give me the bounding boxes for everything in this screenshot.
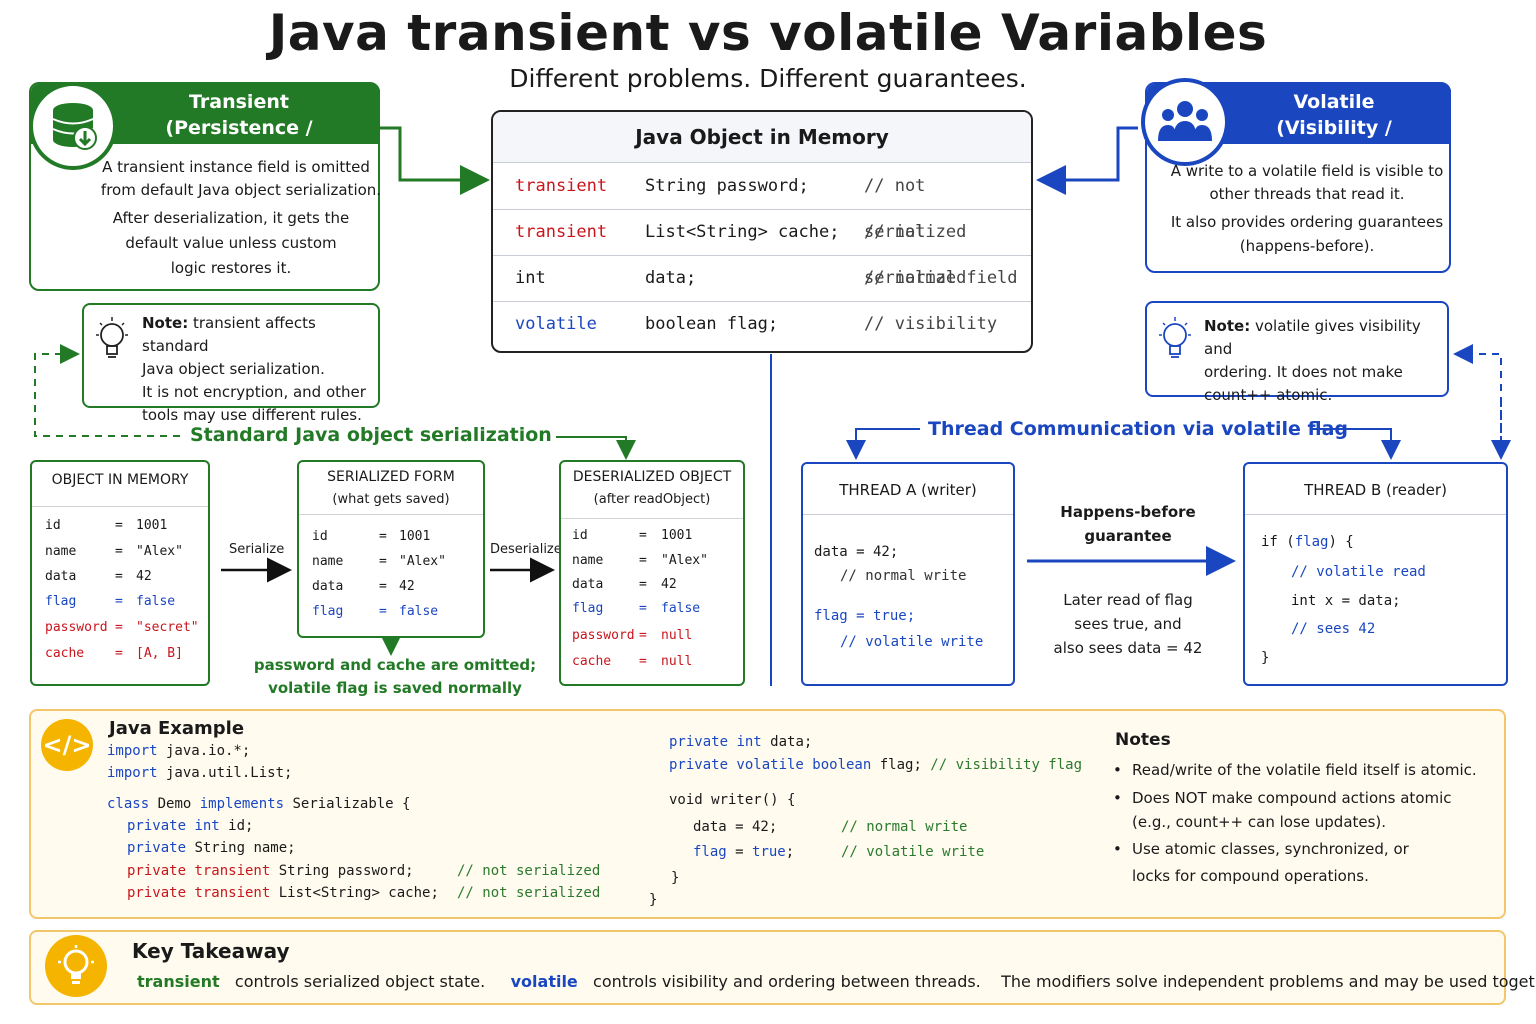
thread-b-title: THREAD B (reader) bbox=[1245, 464, 1506, 515]
database-download-icon bbox=[29, 82, 117, 170]
volatile-panel-title: Volatile bbox=[1293, 91, 1375, 113]
code-icon: </> bbox=[41, 719, 93, 771]
memory-row: volatile boolean flag; // visibility fla… bbox=[515, 314, 998, 334]
memory-box: Java Object in Memory transient String p… bbox=[491, 110, 1033, 353]
object-in-memory-title: OBJECT IN MEMORY bbox=[32, 462, 208, 507]
page-subtitle: Different problems. Different guarantees… bbox=[509, 64, 1027, 93]
volatile-desc-4: (happens-before). bbox=[1239, 237, 1375, 255]
java-example-title: Java Example bbox=[109, 718, 245, 739]
note-label: Note: bbox=[1204, 317, 1251, 335]
transient-panel-title: Transient bbox=[189, 91, 289, 113]
transient-desc-5: logic restores it. bbox=[170, 259, 292, 277]
deserialized-object-title: DESERIALIZED OBJECT bbox=[572, 469, 732, 485]
lightbulb-icon bbox=[1159, 317, 1191, 358]
thread-b-box: THREAD B (reader) if (flag) { // volatil… bbox=[1243, 462, 1508, 686]
notes-title: Notes bbox=[1115, 730, 1171, 750]
volatile-desc-1: A write to a volatile field is visible t… bbox=[1170, 162, 1444, 180]
key-takeaway-text: transient controls serialized object sta… bbox=[137, 972, 1536, 991]
object-in-memory-box: OBJECT IN MEMORY id = 1001 name = "Alex"… bbox=[30, 460, 210, 686]
volatile-panel: Volatile (Visibility / Concurrency) A wr… bbox=[1141, 78, 1451, 273]
transient-panel: Transient (Persistence / Serialization) … bbox=[29, 82, 381, 291]
serialization-caption-1: password and cache are omitted; bbox=[253, 656, 537, 674]
volatile-desc-3: It also provides ordering guarantees bbox=[1170, 213, 1444, 231]
deserialized-object-subtitle: (after readObject) bbox=[593, 492, 711, 507]
transient-desc-3: After deserialization, it gets the bbox=[112, 209, 350, 227]
memory-row: transient String password; // not serial… bbox=[493, 163, 1031, 242]
serialized-form-box: SERIALIZED FORM (what gets saved) id = 1… bbox=[297, 460, 485, 638]
serialized-form-title: SERIALIZED FORM bbox=[327, 469, 455, 485]
serialization-heading: Standard Java object serialization bbox=[186, 424, 556, 446]
key-takeaway-box: Key Takeaway transient controls serializ… bbox=[29, 930, 1536, 1005]
serialization-caption-2: volatile flag is saved normally bbox=[268, 679, 522, 697]
list-item: • bbox=[1113, 789, 1122, 807]
transient-desc-4: default value unless custom bbox=[125, 234, 337, 252]
key-takeaway-title: Key Takeaway bbox=[132, 939, 290, 963]
threads-heading: Thread Communication via volatile flag bbox=[928, 418, 1349, 440]
volatile-panel-subtitle: (Visibility / Concurrency) bbox=[1262, 117, 1406, 165]
thread-a-title: THREAD A (writer) bbox=[803, 464, 1013, 515]
volatile-note: Note: volatile gives visibility and orde… bbox=[1145, 301, 1449, 404]
deserialized-object-box: DESERIALIZED OBJECT (after readObject) i… bbox=[559, 460, 745, 686]
lightbulb-icon bbox=[45, 935, 107, 997]
list-item: • bbox=[1113, 840, 1122, 858]
page-title: Java transient vs volatile Variables bbox=[268, 4, 1268, 62]
note-label: Note: bbox=[142, 314, 189, 332]
transient-desc-2: from default Java object serialization. bbox=[100, 181, 382, 199]
list-item: • bbox=[1113, 761, 1122, 779]
serialized-form-subtitle: (what gets saved) bbox=[332, 492, 450, 507]
users-icon bbox=[1141, 78, 1229, 166]
memory-row: int data; // normal field bbox=[493, 255, 1031, 302]
memory-title: Java Object in Memory bbox=[493, 112, 1031, 163]
thread-a-box: THREAD A (writer) data = 42; // normal w… bbox=[801, 462, 1015, 686]
serialize-label: Serialize bbox=[229, 542, 285, 557]
transient-desc-1: A transient instance field is omitted bbox=[102, 158, 370, 176]
deserialize-label: Deserialize bbox=[490, 542, 562, 557]
volatile-desc-2: other threads that read it. bbox=[1209, 185, 1405, 203]
transient-note: Note: transient affects standard Java ob… bbox=[82, 303, 380, 424]
lightbulb-icon bbox=[96, 317, 128, 358]
memory-row: transient List<String> cache; // not ser… bbox=[493, 209, 1031, 288]
transient-panel-subtitle: (Persistence / Serialization) bbox=[165, 117, 313, 165]
java-example-box: </> Java Example import java.io.*; impor… bbox=[29, 709, 1506, 919]
